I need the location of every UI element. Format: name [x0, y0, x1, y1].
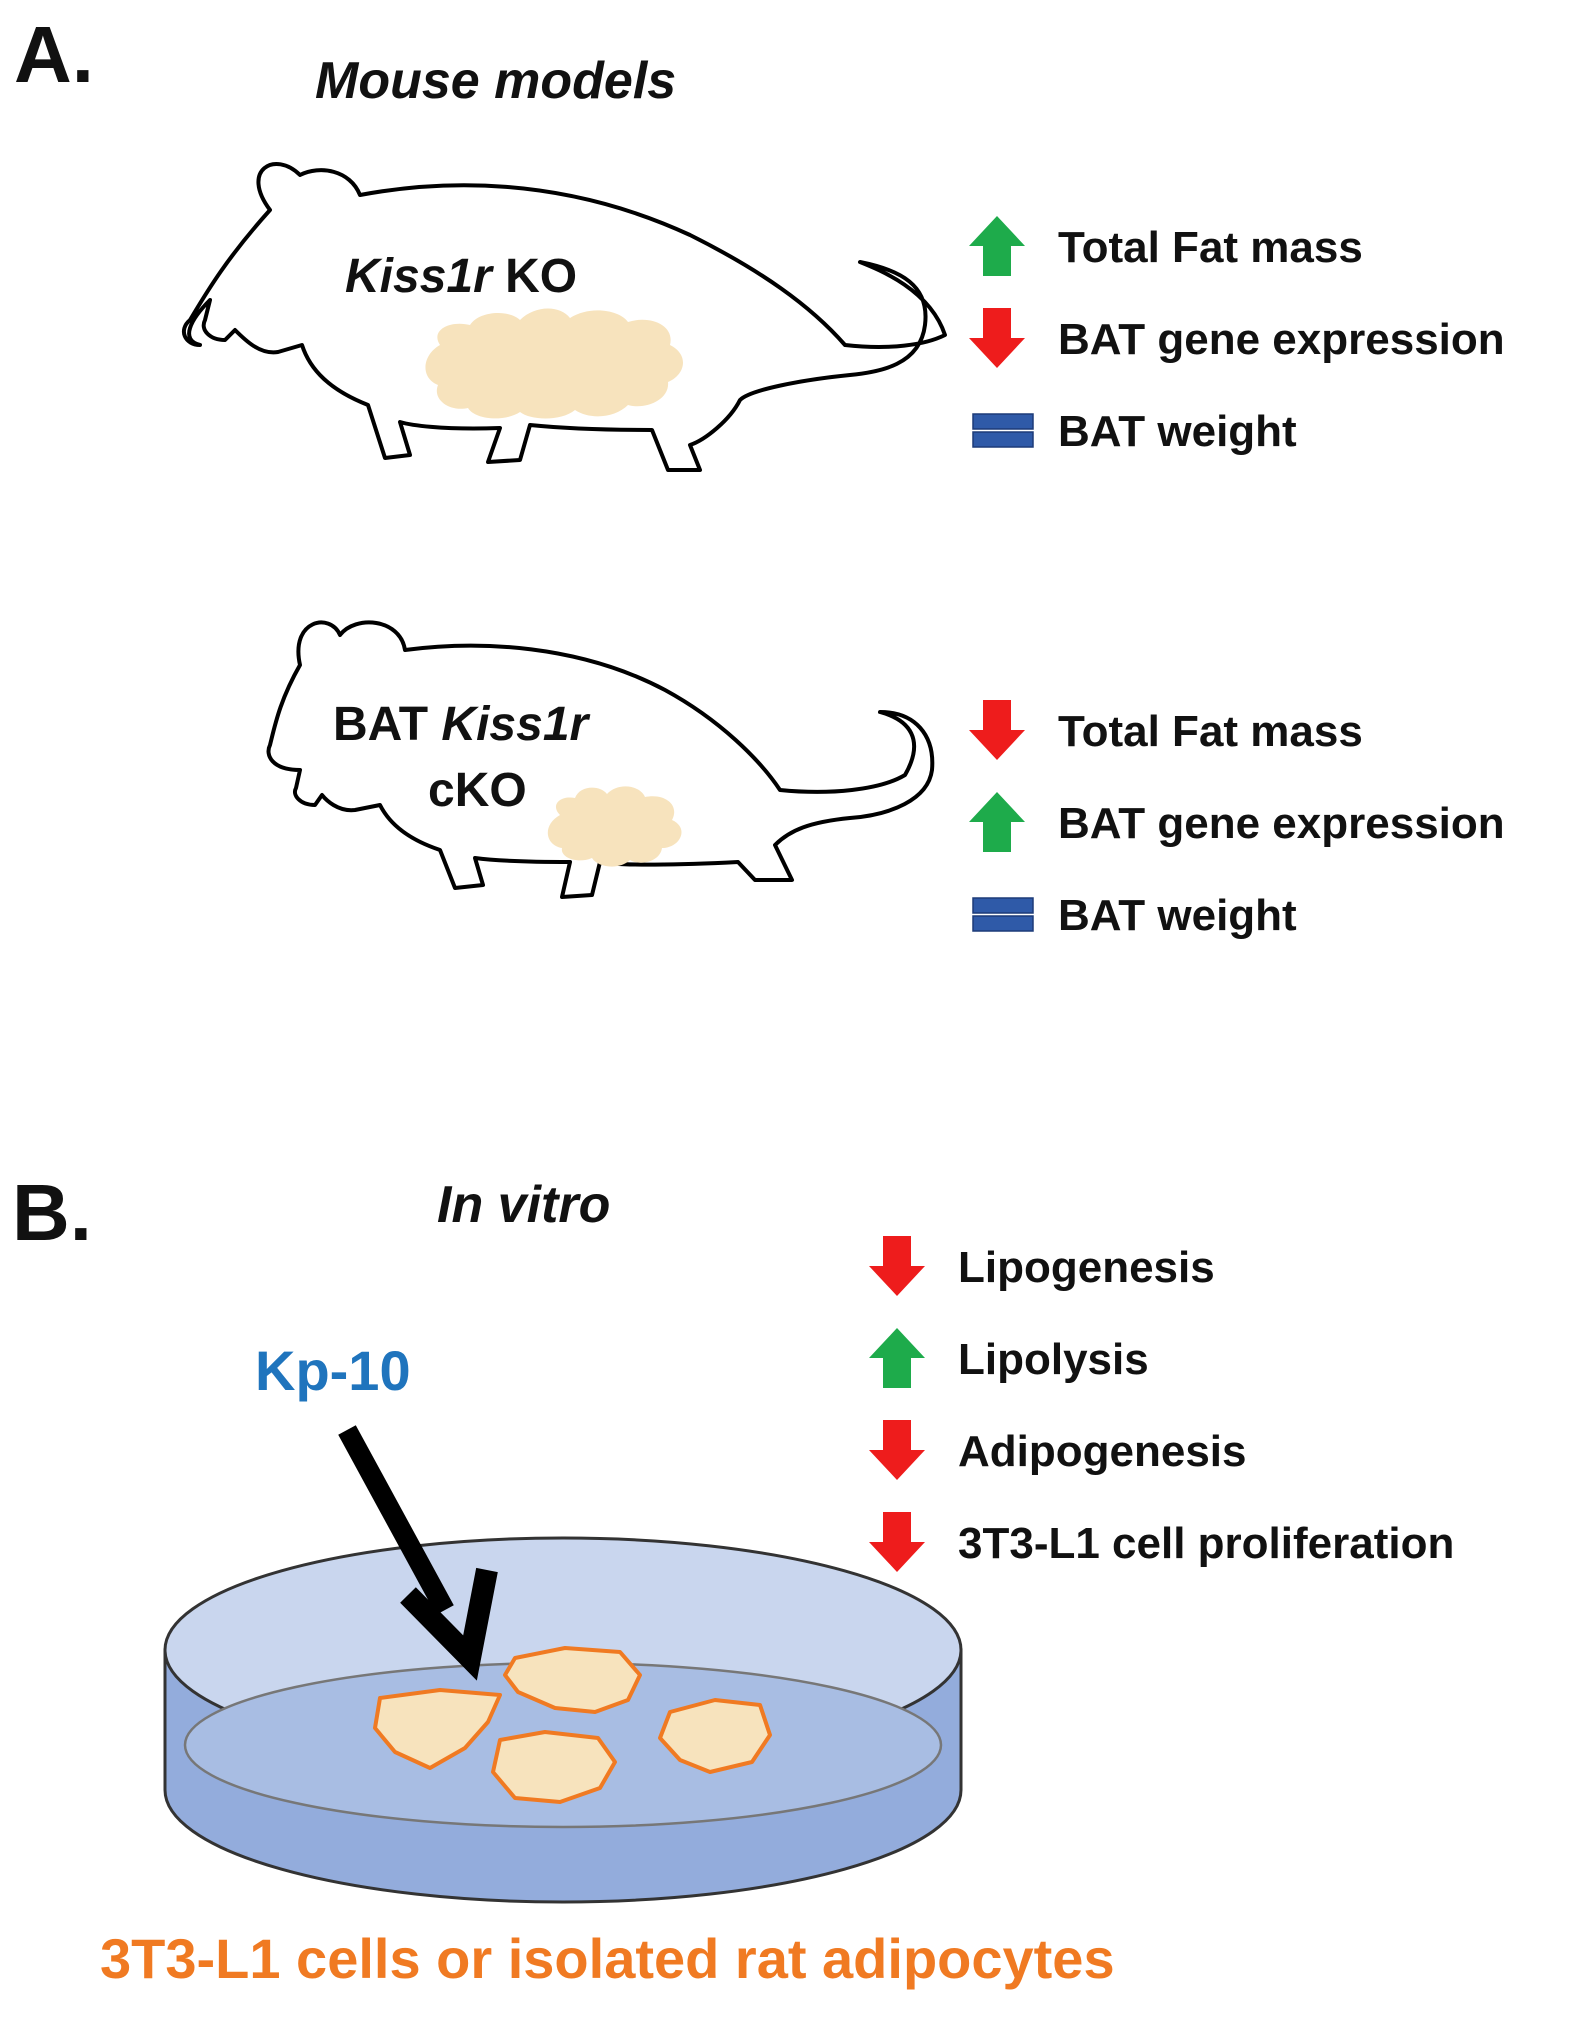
up-arrow-icon — [969, 792, 1025, 852]
equal-sign-icon — [972, 897, 1034, 932]
effect-label: Lipogenesis — [958, 1243, 1215, 1292]
effect-label: Lipolysis — [958, 1335, 1149, 1384]
mouse-1-gene: Kiss1r — [345, 250, 494, 303]
mouse-1-suffix: KO — [492, 250, 577, 303]
adipocyte-cell — [658, 1698, 772, 1774]
effect-label: Total Fat mass — [1058, 707, 1363, 756]
effect-label: Total Fat mass — [1058, 223, 1363, 272]
effect-label: Adipogenesis — [958, 1427, 1247, 1476]
adipocyte-cell — [503, 1646, 642, 1714]
in-vitro-effects: Lipogenesis Lipolysis Adipogenesis 3T3-L… — [869, 1236, 1454, 1572]
mouse-bat-kiss1r-cko-illustration — [266, 620, 935, 899]
down-arrow-icon — [869, 1512, 925, 1572]
up-arrow-icon — [869, 1328, 925, 1388]
mouse-1-label: Kiss1r KO — [345, 250, 577, 303]
panel-b-heading: In vitro — [437, 1176, 610, 1234]
mouse-2-label-line2: cKO — [428, 764, 527, 817]
mouse-2-gene: Kiss1r — [441, 698, 590, 751]
panel-a-heading: Mouse models — [315, 52, 676, 110]
adipocyte-cell — [373, 1688, 502, 1770]
mouse-2-prefix: BAT — [333, 698, 441, 751]
treatment-label: Kp-10 — [255, 1339, 411, 1402]
up-arrow-icon — [969, 216, 1025, 276]
panel-b-label: B. — [12, 1168, 92, 1257]
equal-sign-icon — [972, 413, 1034, 448]
effect-label: BAT weight — [1058, 891, 1297, 940]
panel-b-caption: 3T3-L1 cells or isolated rat adipocytes — [100, 1927, 1115, 1990]
mouse-1-effects: Total Fat mass BAT gene expression BAT w… — [969, 216, 1505, 456]
effect-label: BAT gene expression — [1058, 799, 1505, 848]
effect-label: BAT weight — [1058, 407, 1297, 456]
treatment-arrow — [338, 1425, 498, 1681]
mouse-2-label-line1: BAT Kiss1r — [333, 698, 591, 751]
down-arrow-icon — [869, 1236, 925, 1296]
adipocyte-cells — [373, 1646, 772, 1804]
petri-dish-illustration — [163, 1536, 963, 1904]
down-arrow-icon — [869, 1420, 925, 1480]
down-arrow-icon — [969, 700, 1025, 760]
effect-label: 3T3-L1 cell proliferation — [958, 1519, 1454, 1568]
panel-a-label: A. — [14, 10, 94, 99]
mouse-kiss1r-ko-illustration — [181, 162, 947, 472]
adipocyte-cell — [491, 1730, 617, 1804]
down-arrow-icon — [969, 308, 1025, 368]
mouse-2-effects: Total Fat mass BAT gene expression BAT w… — [969, 700, 1505, 940]
effect-label: BAT gene expression — [1058, 315, 1505, 364]
